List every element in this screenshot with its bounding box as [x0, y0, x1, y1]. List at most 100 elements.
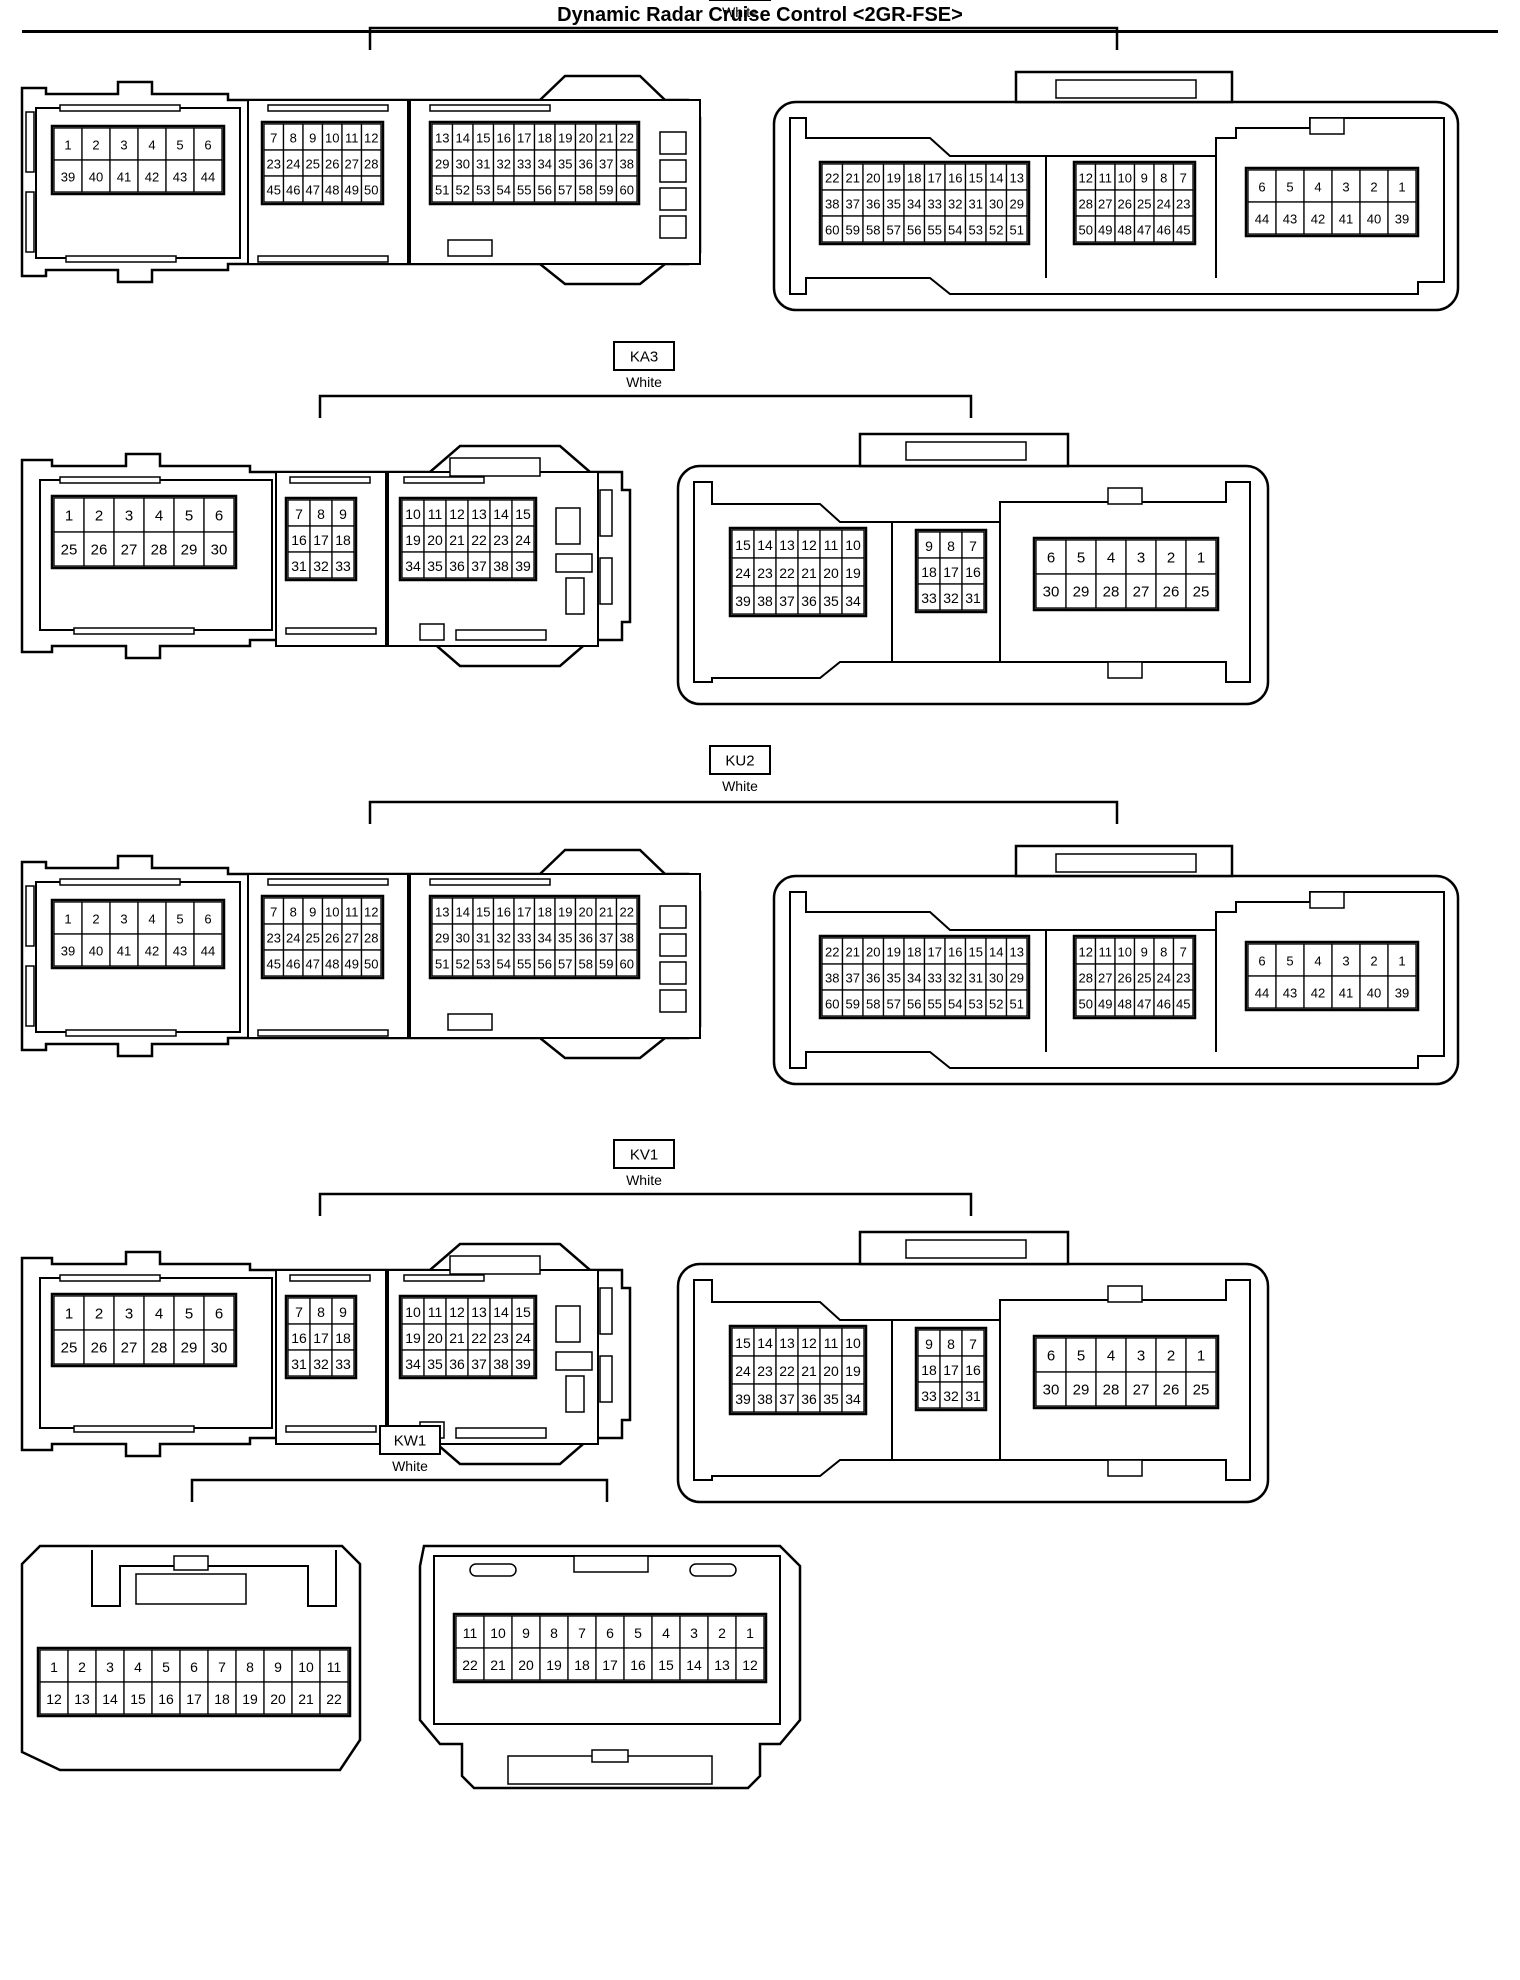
pin-label: 21	[801, 565, 817, 581]
pin-label: 29	[181, 1340, 198, 1357]
pin-cell	[151, 1649, 181, 1683]
pin-cell	[961, 583, 985, 611]
pin-label: 27	[121, 1340, 138, 1357]
pin-label: 55	[928, 223, 942, 238]
pin-label: 32	[943, 590, 959, 606]
pin-cell	[331, 551, 355, 579]
pin-label: 14	[493, 506, 509, 522]
pin-label: 24	[515, 532, 531, 548]
pin-label: 56	[538, 957, 552, 972]
pin-label: 41	[117, 944, 131, 959]
pin-label: 16	[497, 131, 511, 146]
pin-label: 21	[846, 171, 860, 186]
pin-label: 30	[211, 1340, 228, 1357]
pin-label: 25	[306, 157, 320, 172]
pin-label: 2	[718, 1625, 726, 1641]
pin-label: 27	[1133, 1382, 1150, 1399]
pin-label: 49	[1098, 223, 1112, 238]
pin-label: 37	[599, 157, 613, 172]
pin-cell	[81, 159, 111, 193]
pin-label: 11	[824, 537, 839, 553]
pin-cell	[1275, 975, 1305, 1009]
pin-cell	[511, 551, 535, 579]
pin-label: 5	[1077, 1348, 1085, 1365]
latch-slot	[659, 187, 687, 211]
pin-label: 1	[64, 138, 71, 153]
latch-slot	[555, 1305, 581, 1343]
pin-label: 23	[757, 565, 773, 581]
pin-label: 9	[1141, 945, 1148, 960]
pin-label: 7	[270, 131, 277, 146]
connector-label-box	[613, 1139, 675, 1169]
pin-label: 2	[92, 138, 99, 153]
pin-label: 54	[497, 183, 511, 198]
pin-cell	[203, 1329, 235, 1365]
pin-label: 47	[306, 957, 320, 972]
pin-label: 51	[435, 957, 449, 972]
pin-label: 34	[845, 593, 861, 609]
pin-label: 16	[291, 1330, 307, 1346]
pin-label: 24	[286, 931, 300, 946]
latch-slot	[59, 1274, 161, 1282]
bracket	[368, 26, 1119, 50]
pin-label: 17	[943, 564, 959, 580]
pin-label: 18	[335, 1330, 351, 1346]
pin-cell	[109, 933, 139, 967]
latch-slot	[73, 627, 195, 635]
housing-tab	[1055, 79, 1197, 99]
pin-label: 36	[866, 971, 880, 986]
pin-label: 58	[579, 183, 593, 198]
pin-label: 15	[969, 171, 983, 186]
pin-label: 43	[1283, 986, 1297, 1001]
pin-label: 8	[1160, 945, 1167, 960]
pin-label: 13	[74, 1691, 90, 1707]
latch-slot	[73, 1425, 195, 1433]
pin-label: 28	[1079, 971, 1093, 986]
latch-slot	[429, 878, 551, 886]
pin-label: 23	[1176, 197, 1190, 212]
pin-label: 11	[327, 1659, 342, 1675]
pin-cell	[1247, 975, 1277, 1009]
housing-tab	[1107, 487, 1143, 505]
pin-cell	[1331, 943, 1361, 977]
pin-label: 4	[155, 1306, 163, 1323]
pin-label: 30	[456, 157, 470, 172]
pin-label: 25	[61, 542, 78, 559]
pin-label: 19	[546, 1657, 562, 1673]
pin-label: 10	[845, 537, 861, 553]
pin-label: 49	[1098, 997, 1112, 1012]
pin-label: 39	[61, 170, 75, 185]
housing-outline	[91, 1550, 337, 1607]
pin-label: 18	[907, 171, 921, 186]
pin-label: 6	[215, 1306, 223, 1323]
housing-tab	[573, 1555, 649, 1573]
pin-label: 21	[846, 945, 860, 960]
pin-label: 15	[476, 905, 490, 920]
latch-slot	[449, 1255, 541, 1275]
pin-label: 16	[497, 905, 511, 920]
pin-label: 20	[427, 532, 443, 548]
connector-color: White	[722, 4, 758, 20]
pin-cell	[615, 949, 638, 977]
pin-label: 6	[606, 1625, 614, 1641]
pin-label: 10	[845, 1335, 861, 1351]
pin-cell	[1005, 989, 1028, 1017]
pin-label: 35	[887, 197, 901, 212]
pin-label: 2	[1370, 180, 1377, 195]
pin-label: 55	[517, 957, 531, 972]
connector-ka2: KA2White12345639404142434478910111223242…	[20, 0, 1460, 312]
pin-label: 29	[1073, 584, 1090, 601]
pin-label: 49	[345, 957, 359, 972]
pin-cell	[1172, 989, 1194, 1017]
harness-side-housing	[20, 444, 632, 668]
pin-label: 52	[989, 997, 1003, 1012]
pin-label: 8	[290, 905, 297, 920]
pin-cell	[1125, 539, 1157, 575]
pin-cell	[203, 531, 235, 567]
pin-label: 2	[1370, 954, 1377, 969]
pin-label: 4	[1314, 180, 1321, 195]
connector-id: KW1	[394, 1433, 427, 1450]
pin-label: 12	[742, 1657, 758, 1673]
pin-label: 4	[155, 508, 163, 525]
pin-label: 3	[1342, 180, 1349, 195]
